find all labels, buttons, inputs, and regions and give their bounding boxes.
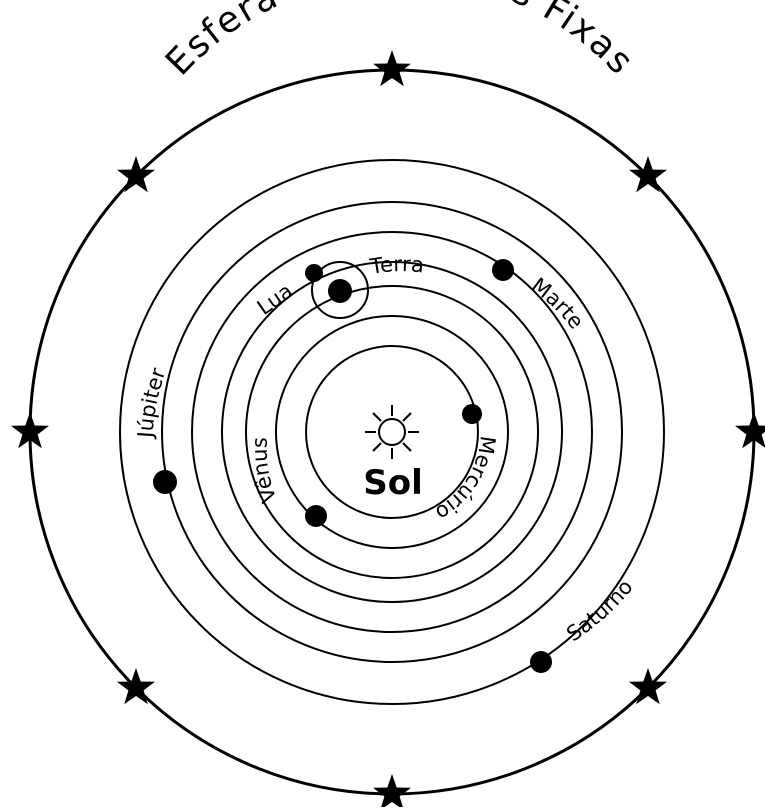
stars-group [11,50,765,807]
label-marte: Marte [527,273,588,333]
planet-jupiter [153,470,177,494]
star-icon [735,412,765,448]
label-saturno: Saturno [562,575,637,646]
planet-terra [328,279,352,303]
sun-icon [365,405,419,459]
label-terra-text: Terra [368,252,426,279]
label-saturno-text: Saturno [562,575,637,646]
planet-saturno [530,651,552,673]
star-icon [373,50,411,86]
moon-lua [305,264,323,282]
label-mercurio-text: Mercúrio [431,434,500,525]
label-jupiter-text: Júpiter [133,365,170,441]
label-jupiter: Júpiter [133,365,170,441]
label-lua: Lua [253,279,297,320]
planet-mercurio [462,404,482,424]
planet-venus [305,505,327,527]
planet-marte [492,259,514,281]
label-marte-text: Marte [527,273,588,333]
label-terra: Terra [368,252,426,279]
label-mercurio: Mercúrio [431,434,500,525]
star-icon [373,774,411,807]
orbit-terra [246,286,538,578]
sun-label: Sol [363,463,423,503]
